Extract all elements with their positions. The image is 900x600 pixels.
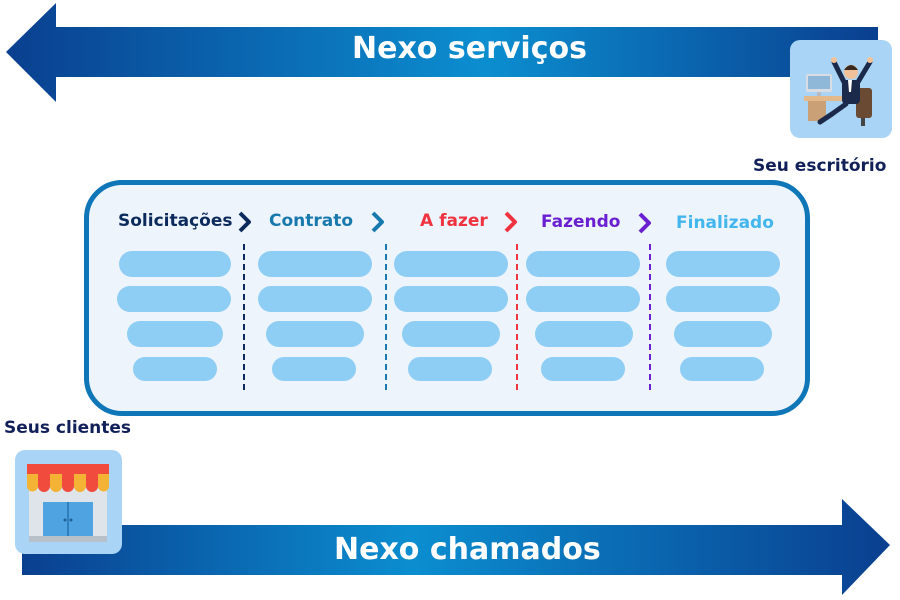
card-placeholder — [133, 357, 217, 381]
stage-label-fazendo: Fazendo — [541, 212, 621, 232]
card-placeholder — [394, 286, 508, 312]
top-arrow — [6, 3, 878, 102]
card-placeholder — [394, 251, 508, 277]
stage-label-contrato: Contrato — [269, 211, 354, 231]
card-placeholder — [258, 286, 372, 312]
top-arrow-title: Nexo serviços — [352, 31, 587, 66]
clients-tile — [15, 450, 122, 554]
office-worker-icon — [804, 57, 873, 126]
card-placeholder — [119, 251, 231, 277]
card-placeholder — [666, 286, 780, 312]
card-placeholder — [117, 286, 231, 312]
card-placeholder — [526, 251, 640, 277]
chevron-right-icon — [638, 212, 651, 234]
card-placeholder — [272, 357, 356, 381]
card-placeholder — [266, 321, 364, 347]
card-placeholder — [541, 357, 625, 381]
stage-label-solicitacoes: Solicitações — [118, 211, 233, 231]
card-placeholder — [408, 357, 492, 381]
card-placeholder — [258, 251, 372, 277]
clients-caption: Seus clientes — [4, 418, 132, 438]
stage-divider — [243, 244, 245, 390]
chevron-right-icon — [238, 211, 251, 233]
office-tile — [790, 40, 892, 138]
card-placeholder — [526, 286, 640, 312]
card-placeholder — [535, 321, 633, 347]
stage-label-finalizado: Finalizado — [676, 213, 774, 233]
chevron-right-icon — [371, 211, 384, 233]
bottom-arrow-title: Nexo chamados — [334, 532, 601, 567]
card-placeholder — [127, 321, 223, 347]
storefront-icon — [27, 464, 109, 542]
card-placeholder — [680, 357, 764, 381]
card-placeholder — [666, 251, 780, 277]
card-placeholder — [402, 321, 500, 347]
stage-divider — [516, 244, 518, 390]
chevron-right-icon — [504, 211, 517, 233]
bottom-arrow — [22, 499, 890, 595]
stage-divider — [385, 244, 387, 390]
office-caption: Seu escritório — [753, 156, 887, 176]
stage-divider — [649, 244, 651, 390]
card-placeholder — [674, 321, 772, 347]
stage-label-a-fazer: A fazer — [420, 211, 488, 231]
